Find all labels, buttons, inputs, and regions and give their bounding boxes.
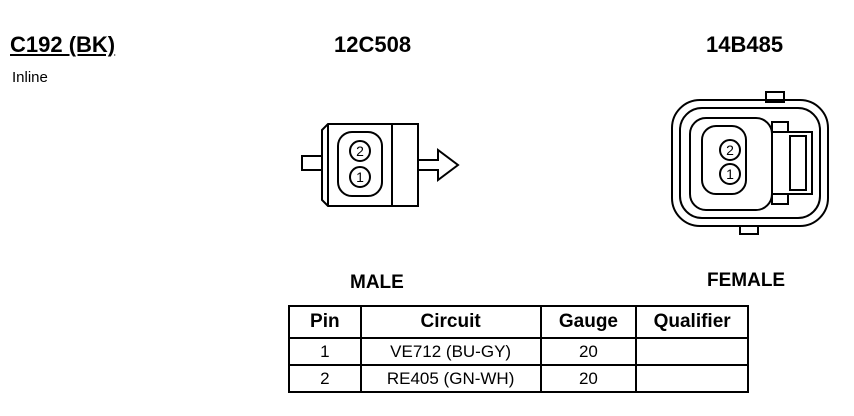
female-pin-2: 2 (719, 139, 741, 161)
header-circuit: Circuit (359, 305, 542, 339)
male-connector-diagram: 2 1 (301, 123, 460, 207)
cell-qualifier (635, 364, 749, 393)
header-pin: Pin (288, 305, 362, 339)
cell-pin: 1 (288, 337, 362, 366)
header-gauge: Gauge (539, 305, 638, 339)
male-pin-1: 1 (349, 166, 371, 188)
table-row: 1 VE712 (BU-GY) 20 (288, 337, 749, 366)
female-top-tab (765, 91, 785, 103)
male-label: MALE (350, 272, 404, 293)
table-header-row: Pin Circuit Gauge Qualifier (288, 305, 749, 339)
mating-direction-arrow-icon (418, 148, 460, 182)
female-connector-body (671, 91, 829, 235)
cell-pin: 2 (288, 364, 362, 393)
female-pin-1: 1 (719, 163, 741, 185)
male-pin-2: 2 (349, 140, 371, 162)
cell-gauge: 20 (539, 364, 638, 393)
male-latch-tab (301, 155, 323, 171)
male-pin-cavity (337, 131, 383, 197)
male-connector-body (301, 123, 460, 207)
header-qualifier: Qualifier (635, 305, 749, 339)
female-bottom-tab (739, 225, 759, 235)
cell-circuit: RE405 (GN-WH) (359, 364, 542, 393)
cell-gauge: 20 (539, 337, 638, 366)
table-row: 2 RE405 (GN-WH) 20 (288, 364, 749, 393)
female-pin-cavity (701, 125, 747, 195)
female-pin-2-label: 2 (726, 142, 734, 158)
male-pin-2-label: 2 (356, 143, 364, 159)
connector-location: Inline (12, 69, 48, 86)
cell-circuit: VE712 (BU-GY) (359, 337, 542, 366)
male-part-number: 12C508 (334, 32, 412, 57)
female-pin-1-label: 1 (726, 166, 734, 182)
female-label: FEMALE (707, 270, 786, 291)
female-connector-diagram: 2 1 (671, 91, 829, 235)
male-pin-1-label: 1 (356, 169, 364, 185)
pin-table: Pin Circuit Gauge Qualifier 1 VE712 (BU-… (288, 305, 749, 393)
connector-id: C192 (BK) (10, 32, 116, 57)
female-part-number: 14B485 (706, 32, 784, 57)
cell-qualifier (635, 337, 749, 366)
